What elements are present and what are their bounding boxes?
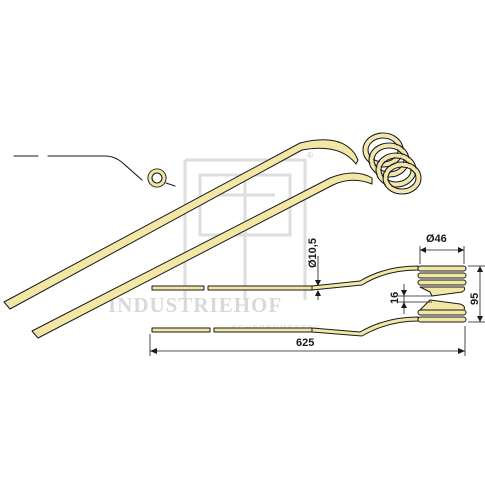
dim-height-label: 95 — [469, 293, 481, 305]
bottom-prong-bend — [311, 316, 419, 337]
dim-coil-diameter: Ø46 — [419, 233, 465, 264]
top-prong-seg-2 — [207, 285, 313, 291]
eye-loop-fill — [148, 169, 166, 187]
eye-tail — [165, 182, 176, 187]
watermark-frame-shape — [183, 158, 307, 300]
tine-top-view: Ø10,5 Ø46 16 95 — [149, 233, 485, 356]
dim-length-label: 625 — [296, 337, 314, 349]
bottom-prong-seg-2 — [213, 327, 313, 333]
dim-height: 95 — [468, 265, 485, 323]
dim-length: 625 — [149, 326, 466, 356]
dim-wire-diameter-label: Ø10,5 — [307, 238, 319, 268]
dim-coil-gap: 16 — [389, 284, 432, 314]
eye-loop-outer — [147, 168, 167, 188]
registered-mark: ® — [307, 151, 313, 160]
dim-coil-gap-label: 16 — [389, 292, 401, 304]
top-view-upper-coil — [417, 265, 467, 297]
lower-arm — [31, 172, 373, 339]
top-view-lower-coil — [417, 299, 467, 323]
top-prong-bend — [311, 265, 419, 291]
watermark-brand: INDUSTRIEHOF — [108, 293, 282, 317]
bottom-prong-seg-1 — [151, 327, 211, 333]
tine-perspective-view — [3, 132, 422, 339]
top-prong-seg-1 — [151, 285, 205, 291]
industriehof-watermark: INDUSTRIEHOF SCHERENMESSER ® — [108, 151, 320, 332]
eye-loop-inner — [151, 172, 163, 184]
tine-side-view — [13, 155, 176, 188]
dim-coil-diameter-label: Ø46 — [426, 233, 447, 245]
upper-arm — [3, 139, 359, 310]
side-bend — [104, 155, 143, 181]
dim-wire-diameter: Ø10,5 — [307, 238, 321, 300]
coil-spring — [362, 132, 422, 195]
